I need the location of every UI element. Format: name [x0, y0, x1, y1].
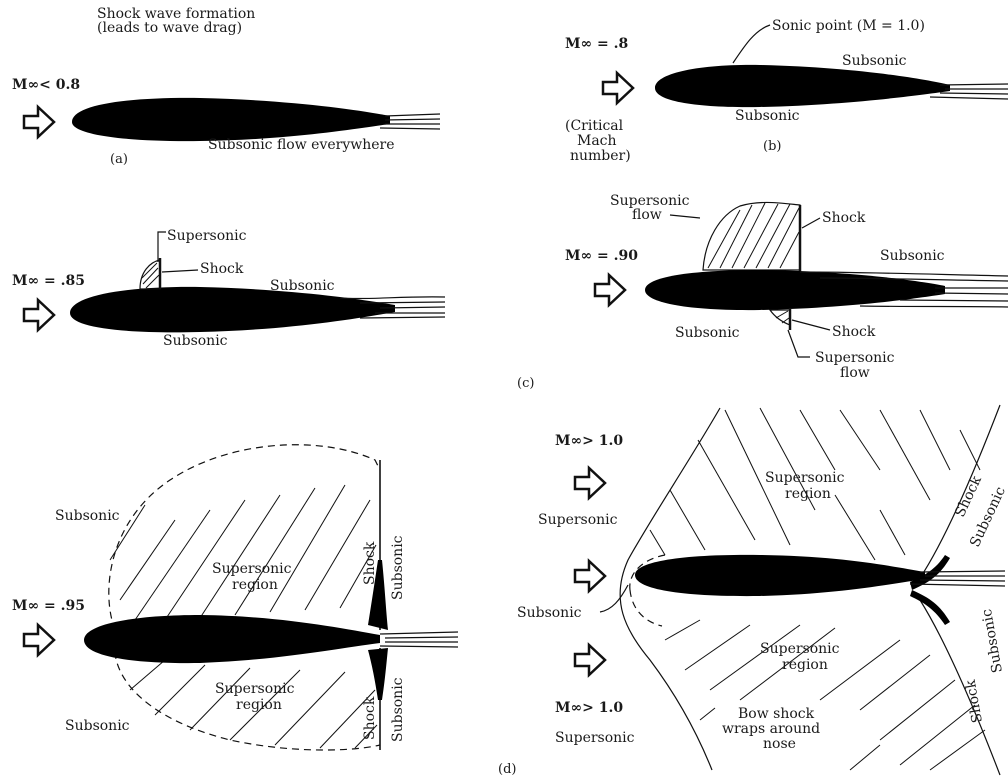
flow-arrow-icon — [24, 300, 54, 330]
flow-label: Subsonic flow everywhere — [208, 137, 395, 153]
airfoil — [635, 555, 925, 596]
wake — [380, 632, 458, 647]
panel-a: Shock wave formation (leads to wave drag… — [12, 6, 440, 167]
subsonic-top-label: Subsonic — [270, 278, 335, 294]
supersonic-bottom-2: flow — [840, 365, 870, 381]
supersonic-bottom-1: Supersonic — [815, 350, 895, 366]
shock-top-label: Shock — [822, 210, 866, 226]
subsonic-left-label: Subsonic — [675, 325, 740, 341]
leader — [162, 270, 198, 272]
airfoil — [72, 98, 390, 141]
subsonic-bottom-label: Subsonic — [979, 608, 1006, 674]
shock-top-label: Shock — [362, 541, 378, 585]
region-top-2: region — [785, 486, 831, 502]
flow-arrow-icon — [24, 107, 54, 137]
mach-bottom-label: M∞> 1.0 — [555, 700, 623, 716]
leader — [792, 320, 830, 330]
leader — [788, 330, 810, 357]
supersonic-bottom-label: Supersonic — [555, 730, 635, 746]
region-bottom-1: Supersonic — [215, 681, 295, 697]
subsonic-bottom-right-label: Subsonic — [390, 677, 406, 742]
flow-arrow-icon — [575, 561, 605, 591]
sonic-line-top — [109, 445, 380, 630]
flow-arrow-icon — [603, 73, 633, 103]
leader — [600, 585, 628, 612]
subsonic-lower-label: Subsonic — [65, 718, 130, 734]
airfoil — [84, 615, 380, 663]
flow-arrow-icon — [595, 275, 625, 305]
panel-c: Supersonic flow Shock Subsonic M∞ = .90 … — [517, 193, 1008, 391]
subsonic-bottom-label: Subsonic — [163, 333, 228, 349]
critical-line-3: number) — [570, 148, 631, 164]
supersonic-flow-2: flow — [632, 207, 662, 223]
pocket-hatch — [142, 263, 159, 288]
panel-letter: (b) — [763, 139, 781, 154]
subsonic-label: Subsonic — [517, 605, 582, 621]
title-line-2: (leads to wave drag) — [97, 20, 242, 36]
shock-bottom-label: Shock — [963, 678, 986, 724]
bow-line-1: Bow shock — [738, 706, 815, 722]
critical-line-2: Mach — [577, 133, 617, 149]
supersonic-region-bottom — [770, 310, 790, 325]
region-bottom-1: Supersonic — [760, 641, 840, 657]
bow-line-2: wraps around — [722, 721, 820, 737]
supersonic-top-label: Supersonic — [538, 512, 618, 528]
flow-arrow-icon — [575, 645, 605, 675]
region-bottom-2: region — [236, 697, 282, 713]
mach-label: M∞ = .85 — [12, 273, 85, 289]
mach-label: M∞ = .90 — [565, 248, 638, 264]
leader — [733, 25, 770, 63]
panel-b: M∞ = .8 Sonic point (M = 1.0) Subsonic S… — [565, 18, 1008, 164]
mach-label: M∞ = .8 — [565, 36, 628, 52]
leader — [802, 218, 820, 228]
shock-label: Shock — [200, 261, 244, 277]
mach-label: M∞< 0.8 — [12, 77, 80, 93]
region-hatch-top — [110, 485, 376, 620]
flow-arrow-icon — [24, 625, 54, 655]
critical-line-1: (Critical — [565, 118, 624, 134]
bow-line-3: nose — [763, 736, 796, 752]
panel-letter: (a) — [110, 152, 128, 167]
shock-foot-bottom — [910, 590, 950, 625]
airfoil — [655, 65, 950, 107]
sonic-point-label: Sonic point (M = 1.0) — [772, 18, 925, 34]
region-top-2: region — [232, 577, 278, 593]
panel-letter: (d) — [498, 762, 516, 777]
region-top-1: Supersonic — [212, 561, 292, 577]
airfoil — [70, 287, 395, 332]
panel-d1: Subsonic Supersonic region M∞ = .95 Subs… — [12, 445, 458, 750]
subsonic-bottom-label: Subsonic — [735, 108, 800, 124]
subsonic-top-label: Subsonic — [842, 53, 907, 69]
supersonic-label: Supersonic — [167, 228, 247, 244]
region-top-1: Supersonic — [765, 470, 845, 486]
mach-label: M∞ = .95 — [12, 598, 85, 614]
panel-a2: M∞ = .85 Supersonic Shock Subsonic Subso… — [12, 228, 445, 349]
shock-bottom-label: Shock — [362, 696, 378, 740]
mach-top-label: M∞> 1.0 — [555, 433, 623, 449]
panel-d2: M∞> 1.0 Supersonic Supersonic region Sub… — [498, 405, 1008, 777]
subsonic-top-right-label: Subsonic — [390, 535, 406, 600]
region-hatch — [708, 203, 799, 268]
subsonic-right-label: Subsonic — [880, 248, 945, 264]
airfoil — [645, 270, 945, 310]
leader — [158, 232, 166, 262]
flow-arrow-icon — [575, 468, 605, 498]
panel-letter: (c) — [517, 376, 534, 391]
shock-foot-bottom — [368, 648, 388, 700]
leader — [670, 215, 700, 218]
sonic-line-bottom — [630, 590, 662, 626]
region-bottom-2: region — [782, 657, 828, 673]
shock-bottom-label: Shock — [832, 324, 876, 340]
subsonic-upper-label: Subsonic — [55, 508, 120, 524]
